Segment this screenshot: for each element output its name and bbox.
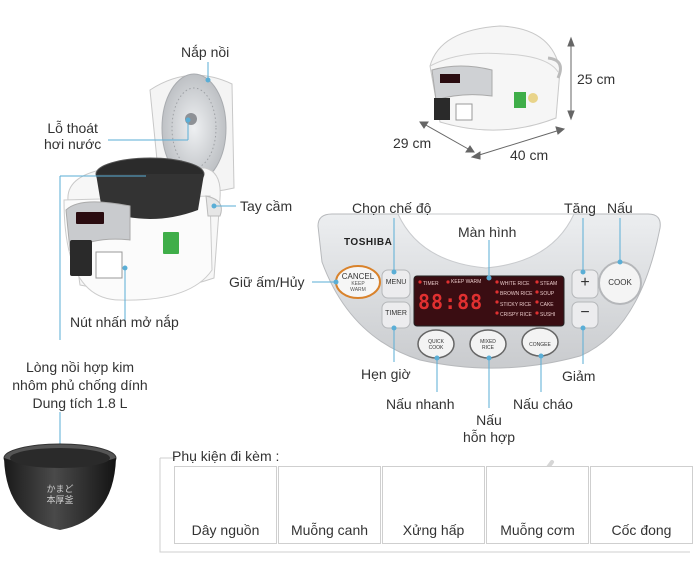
quick-cook-button[interactable]: QUICK COOK bbox=[428, 339, 444, 351]
accessory-name: Xửng hấp bbox=[402, 522, 465, 538]
screen-label: Màn hình bbox=[458, 224, 517, 240]
mode-sushi: SUSHI bbox=[540, 311, 556, 318]
accessory-name: Muỗng cơm bbox=[500, 522, 575, 538]
accessory-power-cord: Dây nguồn bbox=[174, 466, 277, 544]
mode-brown-rice: BROWN RICE bbox=[500, 291, 533, 298]
inner-pot bbox=[3, 443, 117, 530]
mode-timer: TIMER bbox=[423, 281, 439, 287]
cook-label: Nấu bbox=[607, 200, 633, 216]
display-digits: 88:88 bbox=[418, 290, 484, 314]
lid-button-label: Nút nhấn mở nắp bbox=[70, 314, 179, 330]
dimension-lines bbox=[419, 36, 575, 160]
decrease-label: Giảm bbox=[562, 368, 596, 384]
mode-crispy-rice: CRISPY RICE bbox=[500, 311, 532, 318]
accessory-name: Muỗng canh bbox=[290, 522, 369, 538]
plus-button[interactable]: + bbox=[580, 274, 590, 291]
mixed-rice-label: Nấu hỗn hợp bbox=[462, 412, 515, 445]
mode-soup: SOUP bbox=[540, 291, 555, 298]
accessory-name: Cốc đong bbox=[611, 522, 672, 538]
handle-label: Tay cầm bbox=[240, 198, 293, 214]
mode-steam: STEAM bbox=[540, 281, 558, 287]
inner-pot-label: Lòng nồi hợp kim nhôm phủ chống dính Dun… bbox=[12, 359, 148, 411]
increase-label: Tăng bbox=[564, 200, 596, 216]
height-dimension: 25 cm bbox=[577, 71, 616, 87]
display-mode-col-1: TIMER bbox=[423, 279, 439, 289]
lid-label: Nắp nồi bbox=[181, 44, 230, 60]
pot-engraving: かまど 本厚釜 bbox=[46, 485, 74, 506]
width-dimension: 40 cm bbox=[510, 147, 549, 163]
mode-cake: CAKE bbox=[540, 301, 554, 308]
accessory-steamer: Xửng hấp bbox=[382, 466, 485, 544]
cancel-button[interactable]: CANCEL KEEP WARM bbox=[336, 266, 380, 298]
accessory-soup-ladle: Muỗng canh bbox=[278, 466, 381, 544]
control-panel bbox=[317, 213, 661, 369]
congee-button[interactable]: CONGEE bbox=[529, 342, 551, 348]
steam-vent-label: Lỗ thoát hơi nước bbox=[44, 120, 102, 152]
label-leaders bbox=[59, 62, 623, 444]
accessory-measuring-cup: Cốc đong bbox=[590, 466, 693, 544]
accessories-title: Phụ kiện đi kèm : bbox=[172, 448, 280, 464]
display-keep-warm: KEEP WARM bbox=[451, 279, 482, 285]
mode-select-label: Chọn chế độ bbox=[352, 200, 432, 216]
keep-warm-button-label: KEEP WARM bbox=[350, 281, 366, 293]
open-rice-cooker bbox=[63, 73, 235, 301]
panel-brand: TOSHIBA bbox=[344, 237, 393, 248]
accessory-name: Dây nguồn bbox=[191, 522, 260, 538]
timer-button[interactable]: TIMER bbox=[385, 310, 407, 317]
minus-button[interactable]: − bbox=[580, 304, 590, 321]
display-mode-col-2: WHITE RICE BROWN RICE STICKY RICE CRISPY… bbox=[500, 279, 533, 320]
accessories-frame bbox=[159, 457, 690, 553]
porridge-label: Nấu cháo bbox=[513, 396, 573, 412]
mode-sticky-rice: STICKY RICE bbox=[500, 301, 532, 308]
closed-rice-cooker bbox=[429, 25, 562, 131]
menu-button[interactable]: MENU bbox=[385, 279, 407, 286]
timer-label: Hẹn giờ bbox=[361, 366, 411, 382]
energy-label bbox=[163, 232, 179, 254]
accessory-rice-paddle: Muỗng cơm bbox=[486, 466, 589, 544]
cancel-button-label: CANCEL bbox=[341, 272, 375, 281]
keep-warm-label: Giữ ấm/Hủy bbox=[229, 274, 305, 290]
display-mode-col-3: STEAM SOUP CAKE SUSHI bbox=[540, 279, 557, 320]
depth-dimension: 29 cm bbox=[393, 135, 432, 151]
quick-cook-label: Nấu nhanh bbox=[386, 396, 455, 412]
cook-button[interactable]: COOK bbox=[608, 278, 632, 287]
mixed-rice-button[interactable]: MIXED RICE bbox=[480, 339, 496, 351]
mode-white-rice: WHITE RICE bbox=[500, 281, 530, 287]
